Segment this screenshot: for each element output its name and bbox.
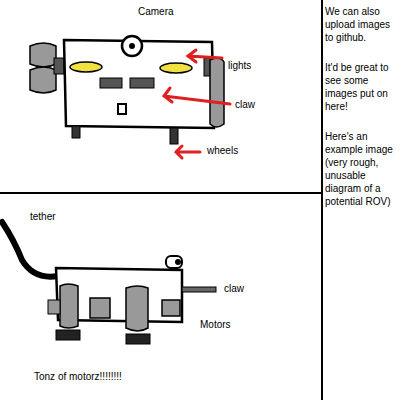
label-slot: Here's an example image (very rough, unu…: [325, 130, 401, 208]
note-text: We can also upload images to github.: [325, 5, 401, 44]
note-text: Here's an example image (very rough, unu…: [325, 130, 401, 208]
label-slot: wheels: [207, 144, 238, 157]
part-label: lights: [228, 59, 251, 72]
label-slot: claw: [224, 282, 244, 295]
panel-divider: [321, 0, 323, 400]
part-label: Motors: [200, 318, 231, 331]
part-label: claw: [224, 282, 244, 295]
label-slot: claw: [235, 98, 255, 111]
part-label: wheels: [207, 144, 238, 157]
label-slot: It'd be great to see some images put on …: [325, 61, 401, 113]
part-label: tether: [30, 210, 56, 223]
note-text: It'd be great to see some images put on …: [325, 61, 401, 113]
label-slot: We can also upload images to github.: [325, 5, 401, 44]
note-text: Tonz of motorz!!!!!!!!: [34, 370, 122, 383]
bottom-rov: [2, 222, 216, 344]
label-slot: lights: [228, 59, 251, 72]
part-label: claw: [235, 98, 255, 111]
label-slot: Camera: [138, 5, 174, 18]
label-slot: Tonz of motorz!!!!!!!!: [34, 370, 122, 383]
part-label: Camera: [138, 5, 174, 18]
label-slot: tether: [30, 210, 56, 223]
top-rov: [30, 36, 230, 158]
label-slot: Motors: [200, 318, 231, 331]
panel-divider: [0, 192, 322, 194]
